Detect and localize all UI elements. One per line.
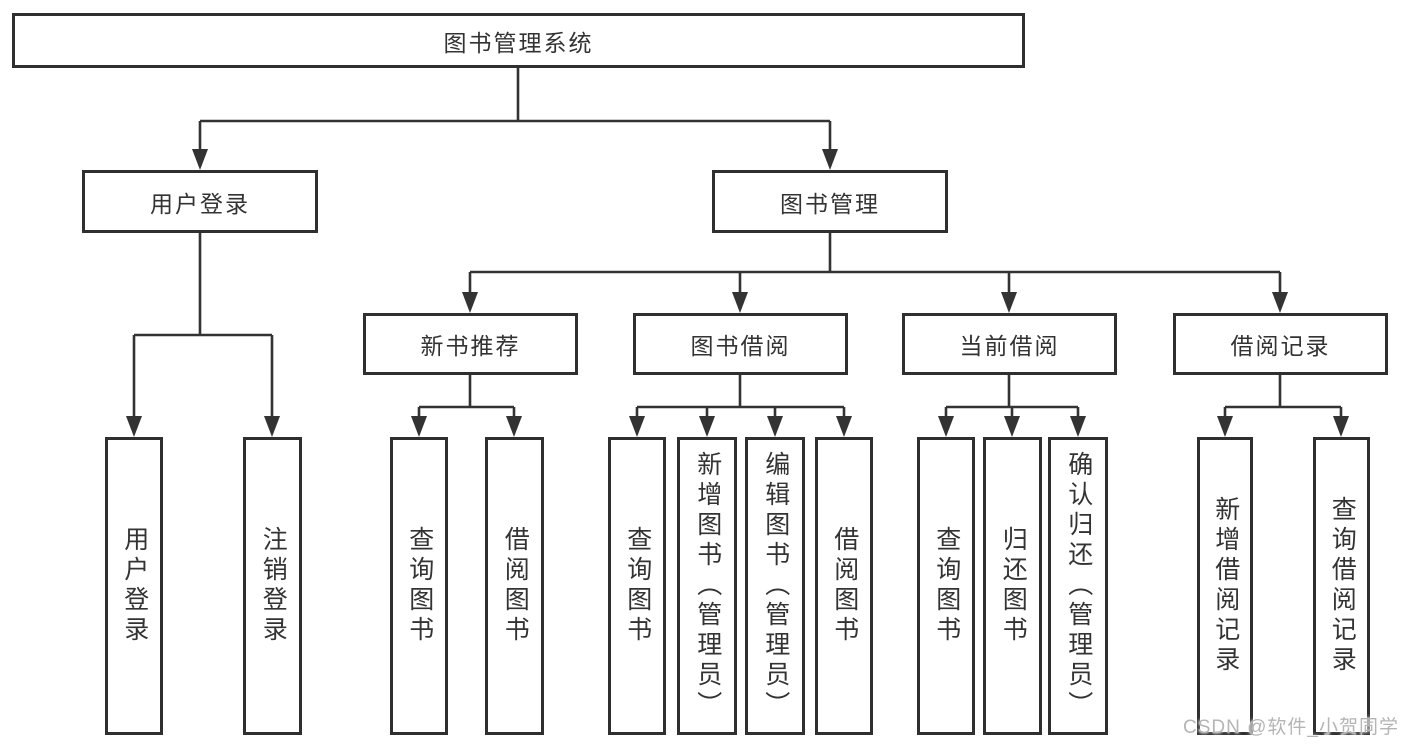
node-label: 用户登录 (120, 526, 149, 646)
node-current-borrowing: 当前借阅 (902, 313, 1117, 375)
node-label: 查询借阅记录 (1328, 496, 1357, 676)
leaf-query-books-borrowing: 查询图书 (608, 437, 666, 735)
node-label: 查询图书 (623, 526, 652, 646)
node-label: 编辑图书（管理员） (761, 451, 790, 721)
leaf-confirm-return-admin: 确认归还（管理员） (1048, 437, 1108, 735)
connector-current-borrow-children (944, 375, 1080, 418)
leaf-user-login: 用户登录 (105, 437, 163, 735)
connector-new-book-children (417, 375, 516, 418)
node-label: 新书推荐 (420, 333, 521, 359)
node-new-book-recommendation: 新书推荐 (363, 313, 578, 375)
node-label: 用户登录 (150, 190, 250, 217)
node-borrowing-records: 借阅记录 (1173, 313, 1388, 375)
node-user-login: 用户登录 (82, 170, 318, 233)
node-label: 借阅图书 (830, 526, 859, 646)
node-library-management-system: 图书管理系统 (12, 13, 1025, 68)
node-label: 借阅图书 (501, 526, 530, 646)
node-label: 新增借阅记录 (1211, 496, 1240, 676)
node-label: 图书借阅 (690, 333, 791, 359)
node-label: 查询图书 (932, 526, 961, 646)
leaf-add-borrow-record: 新增借阅记录 (1197, 437, 1253, 735)
leaf-borrow-books-recommend: 借阅图书 (485, 437, 544, 735)
leaf-query-books-recommend: 查询图书 (390, 437, 448, 735)
connector-book-management-children (468, 233, 1282, 294)
leaf-add-books-admin: 新增图书（管理员） (677, 437, 737, 735)
watermark: CSDN @软件_小贺同学 (1183, 717, 1399, 738)
node-book-management: 图书管理 (712, 170, 948, 233)
leaf-query-books-current: 查询图书 (917, 437, 975, 735)
node-label: 借阅记录 (1230, 333, 1331, 359)
leaf-return-books: 归还图书 (983, 437, 1042, 735)
connector-record-children (1223, 375, 1343, 418)
leaf-edit-books-admin: 编辑图书（管理员） (745, 437, 805, 735)
node-label: 新增图书（管理员） (693, 451, 722, 721)
connector-root-to-level2 (198, 68, 832, 152)
node-label: 查询图书 (405, 526, 434, 646)
node-label: 图书管理 (780, 190, 880, 217)
leaf-query-borrow-record: 查询借阅记录 (1313, 437, 1370, 735)
node-label: 图书管理系统 (443, 29, 594, 56)
node-label: 当前借阅 (959, 333, 1060, 359)
node-label: 归还图书 (999, 526, 1028, 646)
node-book-borrowing: 图书借阅 (633, 313, 848, 375)
leaf-borrow-books-borrowing: 借阅图书 (815, 437, 873, 735)
node-label: 确认归还（管理员） (1064, 451, 1093, 721)
arrowheads (126, 149, 1349, 437)
connector-user-login-children (132, 233, 274, 418)
node-label: 注销登录 (259, 526, 288, 646)
connector-book-borrow-children (635, 375, 846, 418)
leaf-logout: 注销登录 (243, 437, 302, 735)
